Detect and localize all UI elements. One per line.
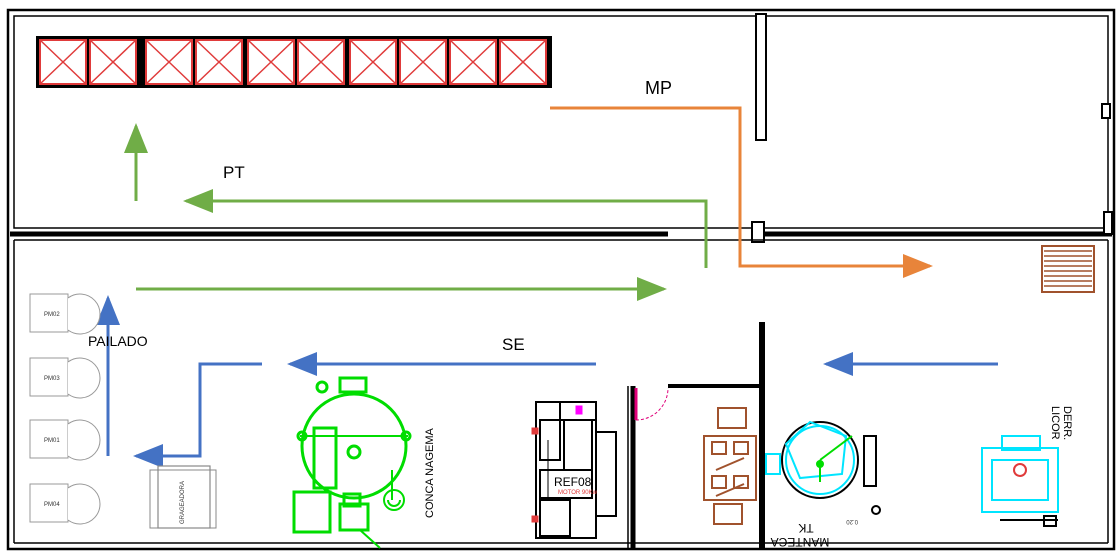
pm-label: PM04 <box>44 502 60 508</box>
grageadora-machine: GRAGEADORA <box>149 465 217 529</box>
tk-label-line2: MANTECA <box>771 535 830 549</box>
ref08-machine <box>531 401 617 539</box>
derr-label-line2: LICOR <box>1049 406 1061 440</box>
mp-label: MP <box>645 78 672 98</box>
conca-label: CONCA NAGEMA <box>424 427 436 518</box>
rack-cross <box>195 39 243 85</box>
wall-post <box>751 221 765 243</box>
rack-cross <box>349 39 397 85</box>
se-label: SE <box>502 335 525 354</box>
rack-cross <box>449 39 497 85</box>
office-furniture <box>703 407 757 525</box>
pm-label: PM02 <box>44 312 60 318</box>
mp-flow-arrow <box>550 106 933 278</box>
door <box>634 387 669 421</box>
pm-label: PM03 <box>44 376 60 382</box>
rack-cross <box>247 39 295 85</box>
rack-cross <box>39 39 87 85</box>
pt-label: PT <box>223 163 245 182</box>
pm-machine: PM03 <box>29 357 101 399</box>
storage-racks <box>36 36 552 88</box>
rack-cross <box>399 39 447 85</box>
grageadora-label: GRAGEADORA <box>180 481 186 524</box>
inner-wall-top-room <box>13 15 1109 229</box>
derr-label-line1: DERR. <box>1061 406 1073 440</box>
rack-cross <box>89 39 137 85</box>
outer-wall <box>6 8 1116 551</box>
rack-cross <box>145 39 193 85</box>
pailado-label: PAILADO <box>88 333 148 349</box>
pm-label: PM01 <box>44 438 60 444</box>
se-flow-arrows <box>96 295 998 468</box>
pm-machine: PM04 <box>29 483 101 525</box>
grate-frame <box>1041 245 1095 293</box>
wall-post-small <box>1101 103 1111 119</box>
ref08-sub-label: MOTOR 90Kw <box>558 490 598 496</box>
wall-post <box>1103 211 1113 235</box>
ref08-label: REF08 <box>554 475 592 489</box>
rack-cross <box>297 39 345 85</box>
tk-manteca-tank <box>765 420 881 515</box>
pt-flow-arrows <box>124 123 708 301</box>
rack-cross <box>499 39 547 85</box>
conca-nagema-vessel <box>292 376 412 549</box>
dim-label: 0.20 <box>846 518 858 524</box>
stair-grate <box>1041 245 1095 293</box>
tk-label-line1: TK <box>798 521 813 535</box>
pm-machine: PM02 <box>29 293 101 335</box>
walls <box>6 8 1116 551</box>
pm-machine: PM01 <box>29 419 101 461</box>
derr-licor-machine <box>981 435 1059 527</box>
partition-wall <box>755 13 767 141</box>
